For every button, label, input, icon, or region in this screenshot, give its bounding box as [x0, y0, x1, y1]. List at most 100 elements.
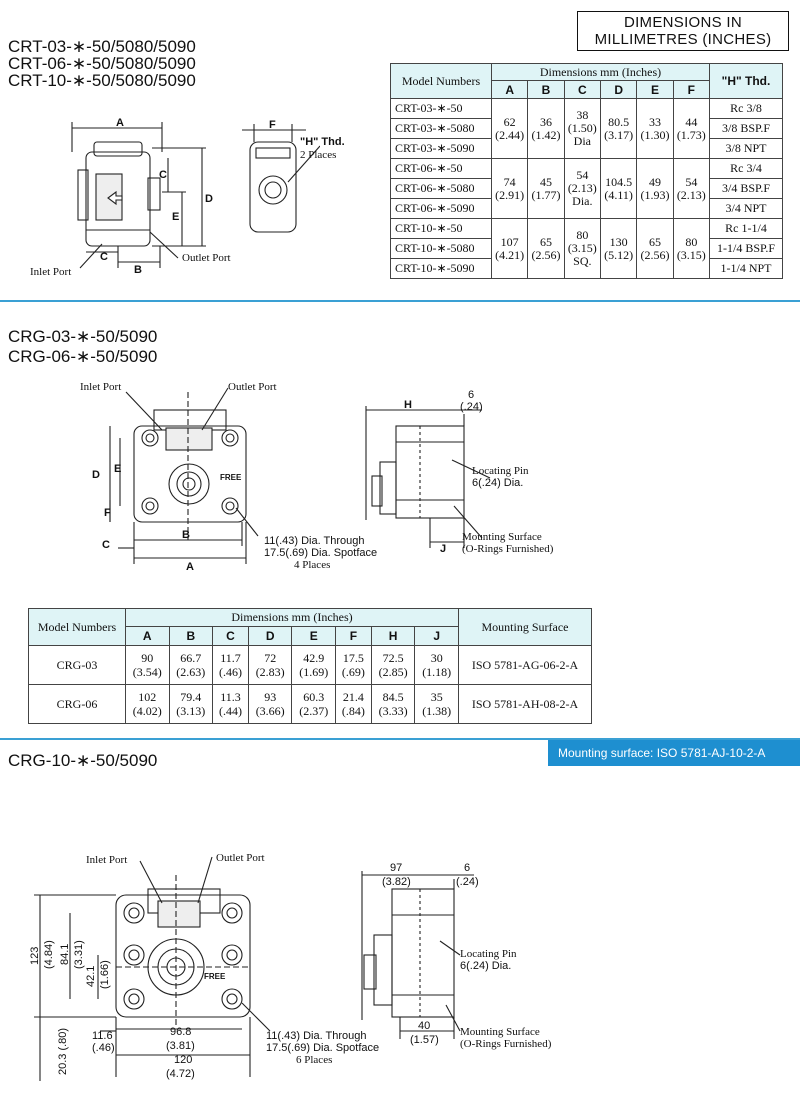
crt-dim-value: 45 [539, 174, 552, 189]
crg-dim-value: 66.7 [180, 651, 202, 665]
crg-hole-line-1: 11(.43) Dia. Through [264, 535, 364, 547]
crt-model-cell: CRT-03-∗-50 [390, 98, 492, 119]
crt-model-cell: CRT-06-∗-50 [390, 158, 492, 179]
crt-model-cell: CRT-06-∗-5090 [390, 198, 492, 219]
crt-dim-f: F [269, 119, 276, 131]
crt-thread-cell: 3/8 BSP.F [709, 118, 783, 139]
crt-dim-value: (3.17) [604, 127, 634, 142]
crg-dim-cell: 60.3(2.37) [291, 684, 336, 724]
crg-dim-value: 11.3 [220, 690, 241, 704]
crt-dim-e: E [172, 211, 179, 223]
crg-hole-line-3: 4 Places [294, 559, 330, 571]
crg-dim-value: (2.83) [255, 665, 285, 679]
crt-model-cell: CRT-03-∗-5090 [390, 138, 492, 159]
crt-model-cell: CRT-06-∗-5080 [390, 178, 492, 199]
crg-letter-a: A [125, 626, 170, 646]
crg-dim-value: (.44) [218, 704, 242, 718]
crt-dim-value: (2.13) [676, 187, 706, 202]
crg-dim-value: (2.85) [378, 665, 408, 679]
crg-dim-value: 35 [430, 690, 443, 704]
crt-table-row: CRT-06-∗-5080 3/4 BSP.F [390, 178, 783, 199]
crt-dim-cell: 65(2.56) [527, 218, 565, 279]
crg-dim-value: 72 [264, 651, 277, 665]
crg10-dim-84-in: (3.31) [73, 940, 85, 969]
crt-h-thd-label: "H" Thd. [300, 136, 345, 148]
crt-dim-value: (1.73) [676, 127, 706, 142]
crg10-dim-96-in: (3.81) [166, 1040, 195, 1052]
crg10-hole-line-1: 11(.43) Dia. Through [266, 1030, 366, 1042]
crg-dim-value: 84.5 [382, 690, 404, 704]
units-box: DIMENSIONS IN MILLIMETRES (INCHES) [577, 11, 789, 51]
crg-col-mount: Mounting Surface [458, 608, 592, 646]
crg-dim-cell: 35(1.38) [414, 684, 459, 724]
crg-dim-cell: 72.5(2.85) [370, 645, 416, 685]
crt-thread-cell: 1-1/4 NPT [709, 258, 783, 279]
crt-dim-cell: 54(2.13)Dia. [563, 158, 601, 219]
crg-dim-six-in: (.24) [460, 401, 483, 413]
crg-dim-e: E [114, 463, 121, 475]
crt-col-dims: Dimensions mm (Inches) [491, 63, 710, 81]
crg-dim-value: 17.5 [342, 651, 364, 665]
crg-mount-2: (O-Rings Furnished) [462, 543, 554, 555]
crt-dim-cell: 107(4.21) [490, 218, 529, 279]
crg10-dim-11-in: (.46) [92, 1042, 115, 1054]
crt-letter-f: F [672, 80, 711, 99]
crt-outlet-label: Outlet Port [182, 252, 231, 264]
crt-dim-value: 62 [503, 114, 516, 129]
crg-dim-value: 79.4 [180, 690, 202, 704]
crt-dim-value: 65 [539, 234, 552, 249]
crg-dim-value: (3.13) [176, 704, 206, 718]
crt-dim-value: (2.13) [567, 181, 597, 195]
crg-mount-cell: ISO 5781-AG-06-2-A [458, 645, 592, 685]
crg-dim-cell: 30(1.18) [414, 645, 459, 685]
crt-inlet-label: Inlet Port [30, 266, 71, 278]
crg-dim-cell: 90(3.54) [125, 645, 170, 685]
crt-dim-value: 80.5 [608, 114, 630, 129]
crt-model-cell: CRT-10-∗-5090 [390, 258, 492, 279]
crt-model-cell: CRT-10-∗-5080 [390, 238, 492, 259]
crg-mount-1: Mounting Surface [462, 531, 542, 543]
crg10-dim-six-in: (.24) [456, 876, 479, 888]
crt-col-model: Model Numbers [390, 63, 492, 99]
crt-dim-cell: 104.5(4.11) [599, 158, 638, 219]
crt-h-places-label: 2 Places [300, 149, 337, 161]
crt-thread-cell: 3/4 BSP.F [709, 178, 783, 199]
crg-letter-d: D [247, 626, 293, 646]
crg10-locating-2: 6(.24) Dia. [460, 960, 511, 972]
crg10-dim-120-in: (4.72) [166, 1068, 195, 1080]
crg-dim-value: 11.7 [220, 651, 241, 665]
crt-model-cell: CRT-03-∗-5080 [390, 118, 492, 139]
crg-dim-value: (1.18) [422, 665, 452, 679]
crt-dim-value: (2.56) [640, 247, 670, 262]
crt-dim-a: A [116, 117, 124, 129]
crg-dim-value: (3.66) [255, 704, 285, 718]
crg-model-cell: CRG-06 [28, 684, 126, 724]
crg-dim-cell: 66.7(2.63) [168, 645, 214, 685]
crt-dim-value: 130 [609, 234, 628, 249]
crg-letter-c: C [212, 626, 249, 646]
crg10-dim-123: 123 [29, 947, 41, 965]
crt-dim-value: 44 [685, 114, 698, 129]
crt-dim-value: (1.42) [531, 127, 561, 142]
crt-h-thread-note: "H" Thd. 2 Places [300, 136, 345, 162]
crt-dim-value: (3.15) [676, 247, 706, 262]
crt-thread-cell: Rc 1-1/4 [709, 218, 783, 239]
crt-letter-c: C [563, 80, 601, 99]
crg-dim-cell: 102(4.02) [125, 684, 170, 724]
crt-dim-cell: 33(1.30) [636, 98, 674, 159]
crg10-dim-11: 11.6 [92, 1030, 113, 1042]
crt-dim-cell: 45(1.77) [527, 158, 565, 219]
crt-dim-cell: 44(1.73) [672, 98, 711, 159]
crt-dim-value: (1.93) [640, 187, 670, 202]
crg-letter-b: B [168, 626, 214, 646]
crg10-dim-84: 84.1 [59, 944, 71, 965]
crt-dim-value: 36 [539, 114, 552, 129]
units-line-2: MILLIMETRES (INCHES) [594, 31, 772, 48]
crt-dim-b: B [134, 264, 142, 276]
crg-inlet-label: Inlet Port [80, 381, 121, 393]
crt-dim-value: 54 [576, 168, 589, 182]
